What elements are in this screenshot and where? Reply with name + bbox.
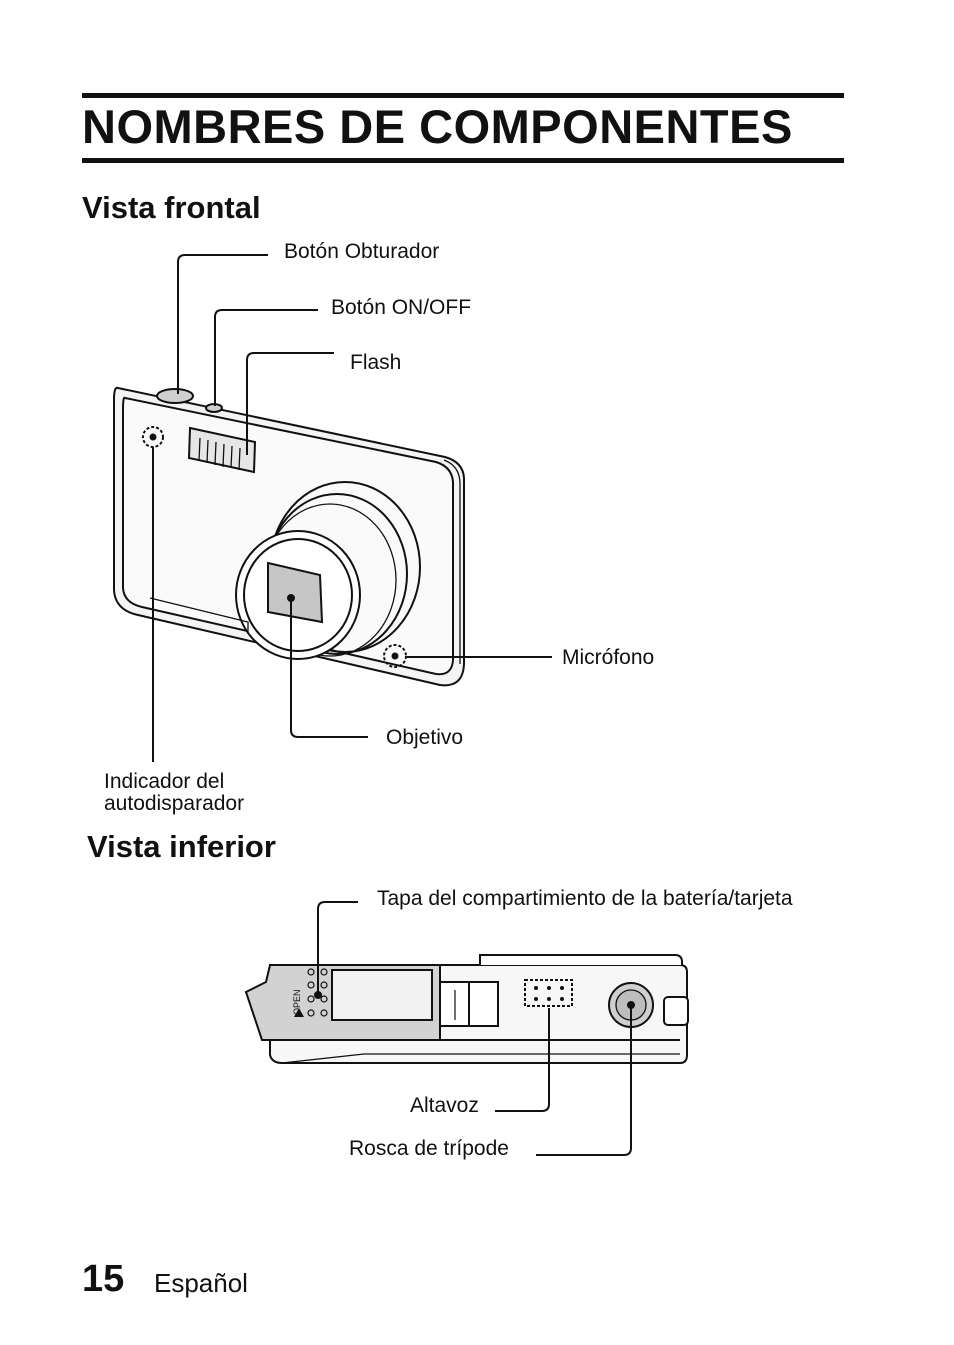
shutter-button-label: Botón Obturador xyxy=(284,240,440,263)
page-number: 15 xyxy=(82,1258,125,1300)
lens-label: Objetivo xyxy=(386,726,464,749)
selftimer-label-line2: autodisparador xyxy=(104,792,245,815)
language-label: Español xyxy=(154,1268,248,1298)
microphone-label: Micrófono xyxy=(562,646,655,669)
speaker-label: Altavoz xyxy=(410,1094,479,1117)
selftimer-label-line1: Indicador del xyxy=(104,770,225,793)
front-view-heading: Vista frontal xyxy=(82,190,261,225)
onoff-button-label: Botón ON/OFF xyxy=(331,296,472,319)
page-title: NOMBRES DE COMPONENTES xyxy=(82,100,793,153)
open-arrow-icon xyxy=(294,1008,304,1017)
flash-label: Flash xyxy=(350,351,402,374)
title-rule-bottom xyxy=(82,158,844,163)
battery-cover-label: Tapa del compartimiento de la batería/ta… xyxy=(377,887,793,910)
title-rule-top xyxy=(82,93,844,98)
bottom-view-heading: Vista inferior xyxy=(87,829,276,864)
tripod-socket-label: Rosca de trípode xyxy=(349,1137,509,1160)
open-mark: OPEN xyxy=(292,989,302,1015)
